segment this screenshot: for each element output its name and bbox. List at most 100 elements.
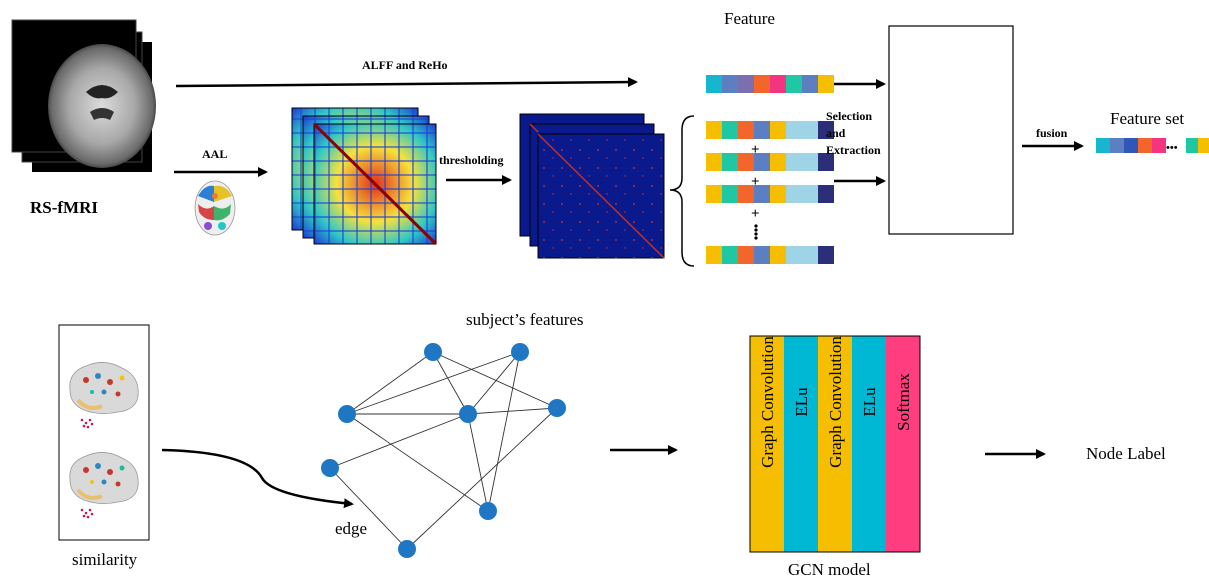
alff-reho-label: ALFF and ReHo: [362, 58, 448, 72]
feature-label: Feature: [724, 9, 775, 28]
node-label: Node Label: [1086, 444, 1166, 463]
feature-cell: [770, 153, 786, 171]
alff-arrow: [175, 77, 638, 88]
feature-cell: [706, 121, 722, 139]
feature-cell: [754, 121, 770, 139]
selection-label-1: Selection: [826, 109, 872, 123]
feature-cell: [738, 121, 754, 139]
gcn-model: Graph Convolution ELu Graph Convolution ELu…: [749, 335, 921, 553]
fc-feature-vector-2: [706, 153, 834, 171]
fc-feature-vector-3: [706, 185, 834, 203]
brace: [669, 115, 695, 267]
feature-cell: [786, 246, 802, 264]
brain-model-top: [69, 362, 139, 429]
selection-label-2: and: [826, 126, 846, 140]
feature-cell: [1152, 138, 1166, 153]
feature-cell: [738, 153, 754, 171]
rsfmri-stack: [11, 19, 156, 172]
feature-cell: [722, 153, 738, 171]
feature-cell: [770, 185, 786, 203]
feature-cell: [802, 121, 818, 139]
gcn-model-label: GCN model: [788, 560, 871, 579]
feature-cell: [706, 153, 722, 171]
feature-cell: [1186, 138, 1198, 153]
feature-cell: [802, 185, 818, 203]
feature-cell: [1096, 138, 1110, 153]
graph-node: [459, 405, 477, 423]
gcn-layer-label-2: ELu: [792, 387, 811, 417]
feature-cell: [802, 153, 818, 171]
brain-model-bottom: [69, 452, 139, 519]
feature-cell: [818, 185, 834, 203]
gcn-layer-2: [784, 336, 818, 552]
feature-cell: [770, 121, 786, 139]
feature-cell: [722, 246, 738, 264]
vertical-ellipsis: [754, 224, 758, 240]
aal-atlas-icon: [194, 180, 236, 236]
feature-cell: [754, 246, 770, 264]
graph-node: [511, 343, 529, 361]
subjects-features-label: subject’s features: [466, 310, 584, 329]
feature-cell: [754, 185, 770, 203]
feature-cell: [722, 75, 738, 93]
gcn-layer-label-3: Graph Convolution: [826, 336, 845, 468]
feature-cell: [818, 246, 834, 264]
plus-sign-3: +: [751, 206, 760, 222]
thresholded-matrix-stack: [519, 113, 665, 259]
graph-node: [548, 399, 566, 417]
gcn-layer-label-1: Graph Convolution: [758, 336, 777, 468]
feature-cell: [818, 121, 834, 139]
feature-cell: [786, 75, 802, 93]
gcn-border: [749, 335, 921, 553]
feature-cell: [770, 246, 786, 264]
fc-feature-vector-n: [706, 246, 834, 264]
feature-cell: [1138, 138, 1152, 153]
gcn-layer-4: [852, 336, 886, 552]
gcn-layer-1: [750, 336, 784, 552]
similarity-panel: [58, 324, 150, 541]
feature-cell: [786, 121, 802, 139]
gcn-layer-label-4: ELu: [860, 387, 879, 417]
feature-cell: [1124, 138, 1138, 153]
plus-sign-2: +: [751, 174, 760, 190]
feature-cell: [706, 185, 722, 203]
fc-feature-vector-1: [706, 121, 834, 139]
feature-set-ellipsis: •••: [1166, 142, 1178, 154]
feature-cell: [722, 185, 738, 203]
aal-label: AAL: [202, 147, 227, 161]
feature-cell: [754, 153, 770, 171]
feature-cell: [818, 153, 834, 171]
selection-label-3: Extraction: [826, 143, 881, 157]
gcn-layer-label-5: Softmax: [894, 373, 913, 431]
feature-cell: [802, 246, 818, 264]
selection-box: [888, 25, 1014, 235]
gcn-layer-5: [886, 336, 920, 552]
feature-cell: [786, 185, 802, 203]
thresholding-label: thresholding: [439, 153, 503, 167]
feature-cell: [1110, 138, 1124, 153]
plus-sign-1: +: [751, 142, 760, 158]
feature-cell: [818, 75, 834, 93]
feature-set-vector: [1096, 138, 1166, 153]
correlation-matrix-stack: [291, 107, 438, 246]
feature-set-label: Feature set: [1110, 109, 1184, 128]
feature-cell: [1198, 138, 1209, 153]
brain-slice-image: [48, 44, 156, 168]
rsfmri-label: RS-fMRI: [30, 198, 98, 217]
feature-cell: [786, 153, 802, 171]
graph-node: [479, 502, 497, 520]
gcn-layer-3: [818, 336, 852, 552]
graph-node: [338, 405, 356, 423]
similarity-label: similarity: [72, 550, 138, 569]
feature-set-vector-tail: [1186, 138, 1209, 153]
feature-cell: [722, 121, 738, 139]
edge-label: edge: [335, 519, 367, 538]
alff-feature-vector: [706, 75, 834, 93]
fusion-label: fusion: [1036, 126, 1068, 140]
graph-node: [424, 343, 442, 361]
graph-node: [321, 459, 339, 477]
feature-cell: [770, 75, 786, 93]
feature-cell: [706, 246, 722, 264]
edge-curve-arrow: [161, 448, 354, 509]
